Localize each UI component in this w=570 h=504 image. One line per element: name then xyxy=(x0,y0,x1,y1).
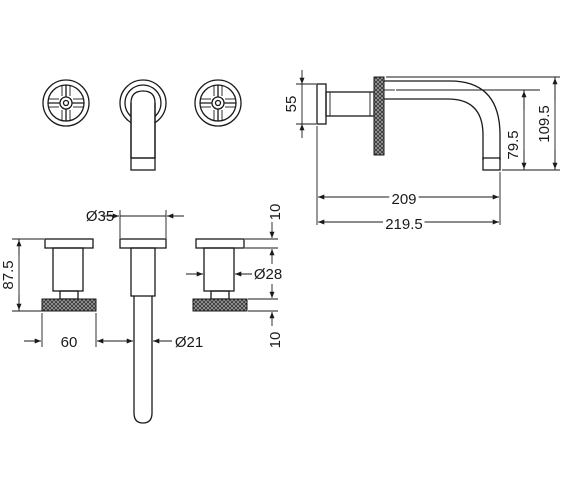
label-flange-height: 55 xyxy=(283,96,300,113)
dimension-overall-height: 109.5 xyxy=(386,76,560,171)
label-spout-drop: 79.5 xyxy=(505,130,522,159)
label-spout-diameter: Ø21 xyxy=(175,334,203,351)
label-wheel-thickness: 10 xyxy=(267,332,284,349)
dimension-body-diameter: Ø28 xyxy=(186,266,282,290)
label-body-diameter: Ø28 xyxy=(254,266,282,283)
label-flange-diameter: Ø35 xyxy=(86,208,114,225)
dimension-flange-height: 55 xyxy=(283,70,316,138)
left-handle-front xyxy=(42,79,90,127)
spout-elevation xyxy=(119,238,167,424)
right-handle-elevation xyxy=(192,238,248,312)
dimension-overall-reach: 219.5 xyxy=(318,213,499,236)
dimension-spout-drop: 79.5 xyxy=(396,89,540,170)
dimension-handle-width: 60 xyxy=(24,313,114,351)
label-overall-height: 109.5 xyxy=(536,105,553,143)
dimension-spout-diameter: Ø21 xyxy=(114,334,203,351)
dimension-flange-diameter: Ø35 xyxy=(86,208,184,238)
side-view xyxy=(316,76,501,171)
elevation-view xyxy=(41,238,248,424)
label-spout-reach: 209 xyxy=(391,191,416,208)
right-handle-front xyxy=(194,79,242,127)
label-overall-reach: 219.5 xyxy=(385,216,423,233)
wall-flange xyxy=(316,83,327,125)
dimension-handle-height: 87.5 xyxy=(0,238,44,312)
label-plate-thickness: 10 xyxy=(267,204,284,221)
left-handle-elevation xyxy=(41,238,97,312)
spout-front xyxy=(119,79,167,171)
dimension-wheel-thickness: 10 xyxy=(248,284,284,348)
dimension-spout-reach: 209 xyxy=(316,126,501,225)
dimension-plate-thickness: 10 xyxy=(245,204,284,264)
label-handle-width: 60 xyxy=(61,334,78,351)
knurled-wheel-side xyxy=(373,76,385,156)
label-handle-height: 87.5 xyxy=(0,260,17,289)
front-view xyxy=(42,79,242,171)
